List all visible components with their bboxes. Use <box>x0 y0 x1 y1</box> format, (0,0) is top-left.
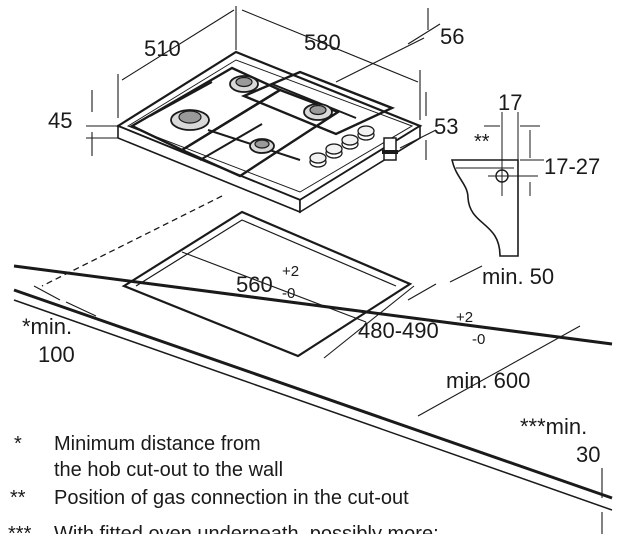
label-cutout-width: 560 <box>236 272 273 297</box>
hob-top <box>115 50 423 202</box>
label-cutout-width-tol-minus: -0 <box>282 285 295 302</box>
pan-support-front-left <box>179 88 341 178</box>
dim-line-510 <box>121 9 235 81</box>
footnote-marker: * <box>14 433 22 455</box>
dim-line-min-600 <box>417 325 581 417</box>
label-hob-depth: 510 <box>144 36 181 61</box>
footnotes: * Minimum distance from the hob cut-out … <box>8 433 439 534</box>
label-min-100-line2: 100 <box>38 342 75 367</box>
cutout <box>121 210 413 358</box>
label-hob-width: 580 <box>304 30 341 55</box>
wall-projection-line <box>41 195 223 287</box>
gas-connection-pipe <box>382 137 398 161</box>
label-cutout-depth: 480-490 <box>358 318 439 343</box>
label-detail-marker: ** <box>474 131 490 153</box>
label-min-100-line1: *min. <box>22 314 72 339</box>
label-cutout-width-tol-plus: +2 <box>282 263 299 280</box>
footnote-marker: ** <box>10 487 26 509</box>
label-cutout-depth-tol-minus: -0 <box>472 331 485 348</box>
label-53: 53 <box>434 114 458 139</box>
footnote-text: the hob cut-out to the wall <box>54 459 283 481</box>
label-cutout-depth-tol-plus: +2 <box>456 309 473 326</box>
pan-support-bar <box>271 83 357 119</box>
hob <box>115 50 423 214</box>
dim-line-480-490 <box>323 285 415 359</box>
dim-line-53 <box>399 129 437 149</box>
burner-back <box>229 75 259 93</box>
burner-front <box>249 138 275 154</box>
worktop-back-edge <box>13 264 613 346</box>
burners <box>170 75 333 154</box>
gas-connection-detail <box>451 112 544 257</box>
pan-support-bar <box>149 81 213 117</box>
pan-support-bar <box>199 123 263 161</box>
worktop <box>13 264 613 511</box>
dim-line-56 <box>407 23 441 45</box>
dim-line-580 <box>241 9 419 83</box>
label-min-50: min. 50 <box>482 264 554 289</box>
burner-large <box>170 109 210 131</box>
pan-supports <box>129 66 396 178</box>
label-detail-17-27: 17-27 <box>544 154 600 179</box>
label-hob-height: 45 <box>48 108 72 133</box>
cutout-inner-edge <box>135 219 397 287</box>
label-56: 56 <box>440 24 464 49</box>
label-min-30-line2: 30 <box>576 442 600 467</box>
footnote-text: With fitted oven underneath, possibly mo… <box>54 523 439 534</box>
footnote-marker: *** <box>8 523 32 534</box>
dimension-labels: 510 580 45 56 53 17 17-27 ** 560 +2 -0 4… <box>22 24 600 467</box>
burner-right <box>303 103 333 121</box>
footnote-text: Position of gas connection in the cut-ou… <box>54 487 409 509</box>
label-min-600: min. 600 <box>446 368 530 393</box>
hob-inner-rim <box>126 59 414 193</box>
footnote-text: Minimum distance from <box>54 433 261 455</box>
control-knob <box>357 125 375 141</box>
worktop-front-bottom-edge <box>13 299 613 511</box>
pan-support-back-right <box>240 70 396 136</box>
dimension-lines <box>33 6 603 534</box>
dim-line-560 <box>181 251 367 323</box>
control-knob <box>341 134 359 150</box>
control-knobs <box>309 125 375 168</box>
label-detail-17: 17 <box>498 90 522 115</box>
control-knob <box>309 152 327 168</box>
label-min-30-line1: ***min. <box>520 414 587 439</box>
cutout-outline <box>121 210 413 358</box>
control-knob <box>325 143 343 159</box>
worktop-front-top-edge <box>13 288 613 500</box>
dim-line-min-50 <box>449 265 483 283</box>
